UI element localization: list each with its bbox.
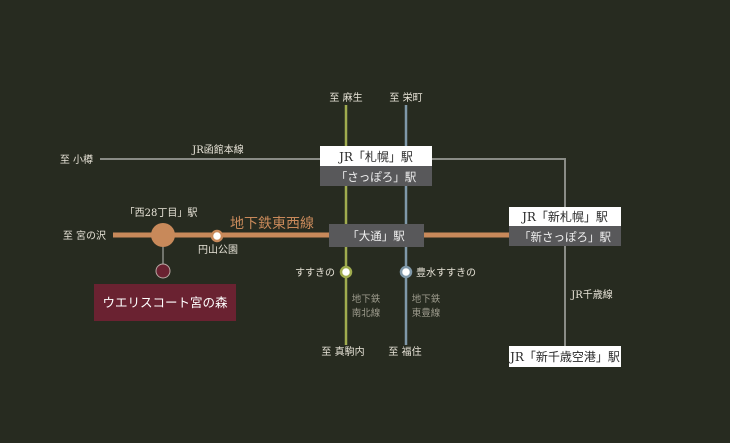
jr-line: [100, 158, 566, 350]
shin-sapporo-subway-label: 「新さっぽろ」駅: [519, 230, 611, 244]
jr-chitose-label: JR千歳線: [570, 288, 613, 301]
nishi28-marker: [151, 223, 175, 247]
sapporo-jr-label: JR「札幌」駅: [337, 149, 413, 164]
property-box: [94, 284, 236, 321]
station-hosui-susukino[interactable]: 豊水すすきの: [399, 265, 476, 279]
jr-hakodate-label: JR函館本線: [191, 143, 244, 156]
susukino-label: すすきの: [295, 267, 335, 279]
dest-makomanai: 至 真駒内: [321, 345, 364, 358]
dest-sakaemachi: 至 栄町: [389, 92, 422, 104]
dest-fukuzumi: 至 福住: [388, 345, 421, 358]
toho-label-2: 東豊線: [412, 307, 441, 319]
new-chitose-label: JR「新千歳空港」駅: [508, 349, 620, 364]
sapporo-jr-box: [320, 146, 432, 166]
dest-asabu: 至 麻生: [329, 91, 362, 104]
sapporo-subway-box: [320, 166, 432, 186]
namboku-label-1: 地下鉄: [352, 293, 381, 305]
station-sapporo[interactable]: JR「札幌」駅 「さっぽろ」駅: [320, 146, 432, 186]
dest-otaru: 至 小樽: [60, 153, 93, 166]
shin-sapporo-jr-label: JR「新札幌」駅: [520, 209, 608, 224]
toho-label-1: 地下鉄: [412, 293, 441, 305]
station-shin-sapporo[interactable]: JR「新札幌」駅 「新さっぽろ」駅: [509, 207, 621, 246]
sapporo-subway-label: 「さっぽろ」駅: [336, 170, 417, 184]
station-maruyama[interactable]: 円山公園: [198, 229, 238, 256]
property-label: ウエリスコート宮の森: [102, 295, 228, 310]
odori-label: 「大通」駅: [347, 229, 405, 243]
maruyama-marker: [210, 229, 224, 243]
odori-box: [329, 224, 424, 247]
station-susukino[interactable]: すすきの: [295, 265, 353, 279]
shin-sapporo-jr-box: [509, 207, 621, 226]
station-nishi28[interactable]: 「西28丁目」駅: [125, 207, 198, 247]
susukino-marker: [339, 265, 353, 279]
hosui-susukino-marker: [399, 265, 413, 279]
shin-sapporo-subway-box: [509, 226, 621, 246]
hosui-susukino-label: 豊水すすきの: [416, 266, 476, 279]
property-location[interactable]: ウエリスコート宮の森: [94, 263, 236, 321]
nishi28-label: 「西28丁目」駅: [125, 207, 198, 219]
new-chitose-box: [509, 346, 621, 367]
station-odori[interactable]: 「大通」駅: [329, 224, 424, 247]
tozai-label: 地下鉄東西線: [230, 216, 314, 232]
dest-miyanosawa: 至 宮の沢: [63, 229, 106, 242]
maruyama-label: 円山公園: [198, 244, 238, 256]
property-marker: [155, 263, 171, 279]
namboku-label-2: 南北線: [352, 307, 381, 319]
station-new-chitose[interactable]: JR「新千歳空港」駅: [508, 346, 621, 367]
